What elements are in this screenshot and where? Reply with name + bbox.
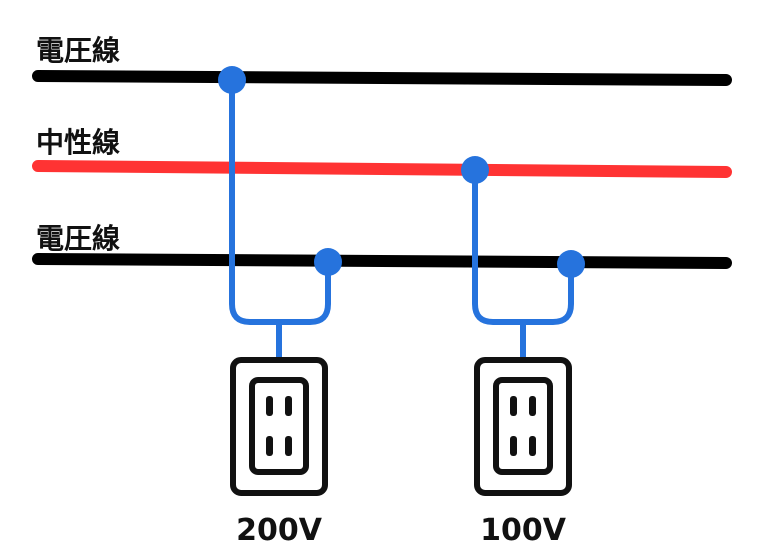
wire-label-neutral: 中性線 (36, 126, 120, 159)
neutral-wire (32, 160, 732, 178)
voltage-label-200v: 200V (236, 513, 323, 548)
wire-label-top: 電圧線 (36, 34, 120, 67)
junction-dot-200v-top (218, 66, 246, 94)
outlet-100v-icon (474, 357, 572, 496)
junction-dot-100v-neutral (461, 156, 489, 184)
wire-label-bottom: 電圧線 (36, 222, 120, 255)
connector-100v (472, 170, 574, 325)
voltage-label-100v: 100V (480, 513, 567, 548)
outlet-200v-icon (230, 357, 328, 496)
voltage-wire-top (32, 70, 732, 86)
voltage-wire-bottom (32, 253, 732, 269)
junction-dot-200v-bottom (314, 248, 342, 276)
junction-dot-100v-bottom (557, 250, 585, 278)
connector-200v (229, 80, 331, 325)
